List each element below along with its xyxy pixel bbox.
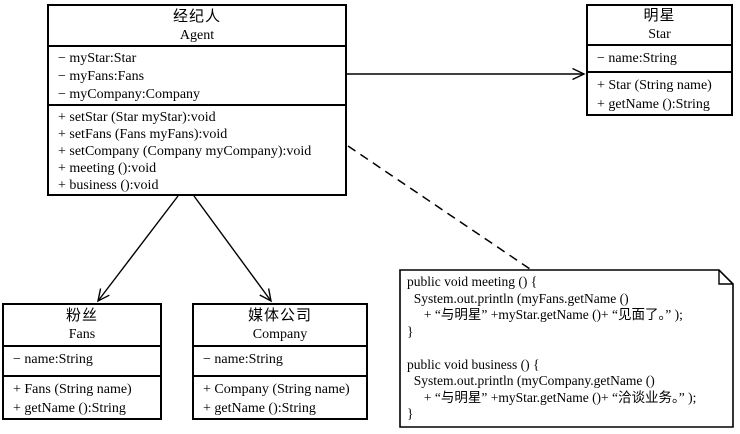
class-box-agent: 经纪人 Agent − myStar:Star − myFans:Fans − …: [47, 4, 347, 196]
class-title-company: 媒体公司 Company: [194, 305, 366, 347]
class-name-cn: 经纪人: [172, 8, 221, 25]
method: + Star (String name): [597, 78, 712, 93]
association-agent-fans: [97, 195, 179, 303]
class-name-cn: 明星: [643, 8, 676, 24]
note-outline-shape: [399, 269, 734, 428]
attribute: − myCompany:Company: [58, 87, 201, 102]
method: + setStar (Star myStar):void: [58, 110, 216, 125]
class-methods-fans: + Fans (String name) + getName ():String: [4, 377, 160, 418]
class-methods-agent: + setStar (Star myStar):void + setFans (…: [49, 106, 345, 194]
class-methods-star: + Star (String name) + getName ():String: [588, 73, 731, 114]
class-name-cn: 粉丝: [65, 308, 98, 324]
method: + business ():void: [58, 178, 159, 193]
class-name-en: Fans: [68, 327, 96, 342]
code-note: public void meeting () { System.out.prin…: [399, 269, 734, 428]
class-name-en: Agent: [179, 27, 215, 43]
attribute: − name:String: [13, 352, 93, 367]
class-box-fans: 粉丝 Fans − name:String + Fans (String nam…: [2, 303, 162, 420]
code-line: public void business () {: [407, 356, 540, 372]
code-line: System.out.println (myFans.getName (): [407, 290, 629, 306]
method: + setCompany (Company myCompany):void: [58, 144, 312, 159]
class-title-star: 明星 Star: [588, 6, 731, 46]
code-line: }: [407, 406, 414, 421]
code-line: [407, 340, 730, 357]
association-agent-company: [193, 195, 272, 303]
method: + getName ():String: [597, 97, 710, 112]
class-title-fans: 粉丝 Fans: [4, 305, 160, 347]
method: + setFans (Fans myFans):void: [58, 127, 228, 142]
class-name-en: Company: [252, 327, 308, 342]
code-line: System.out.println (myCompany.getName (): [407, 373, 655, 388]
method: + Fans (String name): [13, 382, 132, 397]
class-box-company: 媒体公司 Company − name:String + Company (St…: [192, 303, 368, 420]
method: + getName ():String: [13, 401, 126, 416]
note-anchor-dashed-line: [347, 145, 531, 270]
attribute: − myStar:Star: [58, 51, 137, 66]
class-methods-company: + Company (String name) + getName ():Str…: [194, 377, 366, 418]
class-box-star: 明星 Star − name:String + Star (String nam…: [586, 4, 733, 116]
attribute: − myFans:Fans: [58, 69, 145, 84]
class-attributes-fans: − name:String: [4, 347, 160, 377]
code-line: public void meeting () {: [407, 274, 538, 289]
class-name-en: Star: [648, 27, 671, 42]
method: + Company (String name): [203, 382, 350, 397]
attribute: − name:String: [597, 51, 677, 66]
attribute: − name:String: [203, 352, 283, 367]
class-name-cn: 媒体公司: [247, 308, 312, 324]
class-attributes-star: − name:String: [588, 46, 731, 73]
class-attributes-agent: − myStar:Star − myFans:Fans − myCompany:…: [49, 47, 345, 106]
code-line: + “与明星” +myStar.getName ()+ “见面了。” );: [407, 307, 683, 322]
class-title-agent: 经纪人 Agent: [49, 6, 345, 47]
method: + meeting ():void: [58, 161, 157, 176]
code-line: + “与明星” +myStar.getName ()+ “洽谈业务。” );: [407, 389, 697, 405]
class-attributes-company: − name:String: [194, 347, 366, 377]
note-code-text: public void meeting () { System.out.prin…: [407, 274, 730, 426]
note-dog-ear-fold: [718, 270, 733, 285]
method: + getName ():String: [203, 401, 316, 416]
code-line: }: [407, 323, 414, 339]
